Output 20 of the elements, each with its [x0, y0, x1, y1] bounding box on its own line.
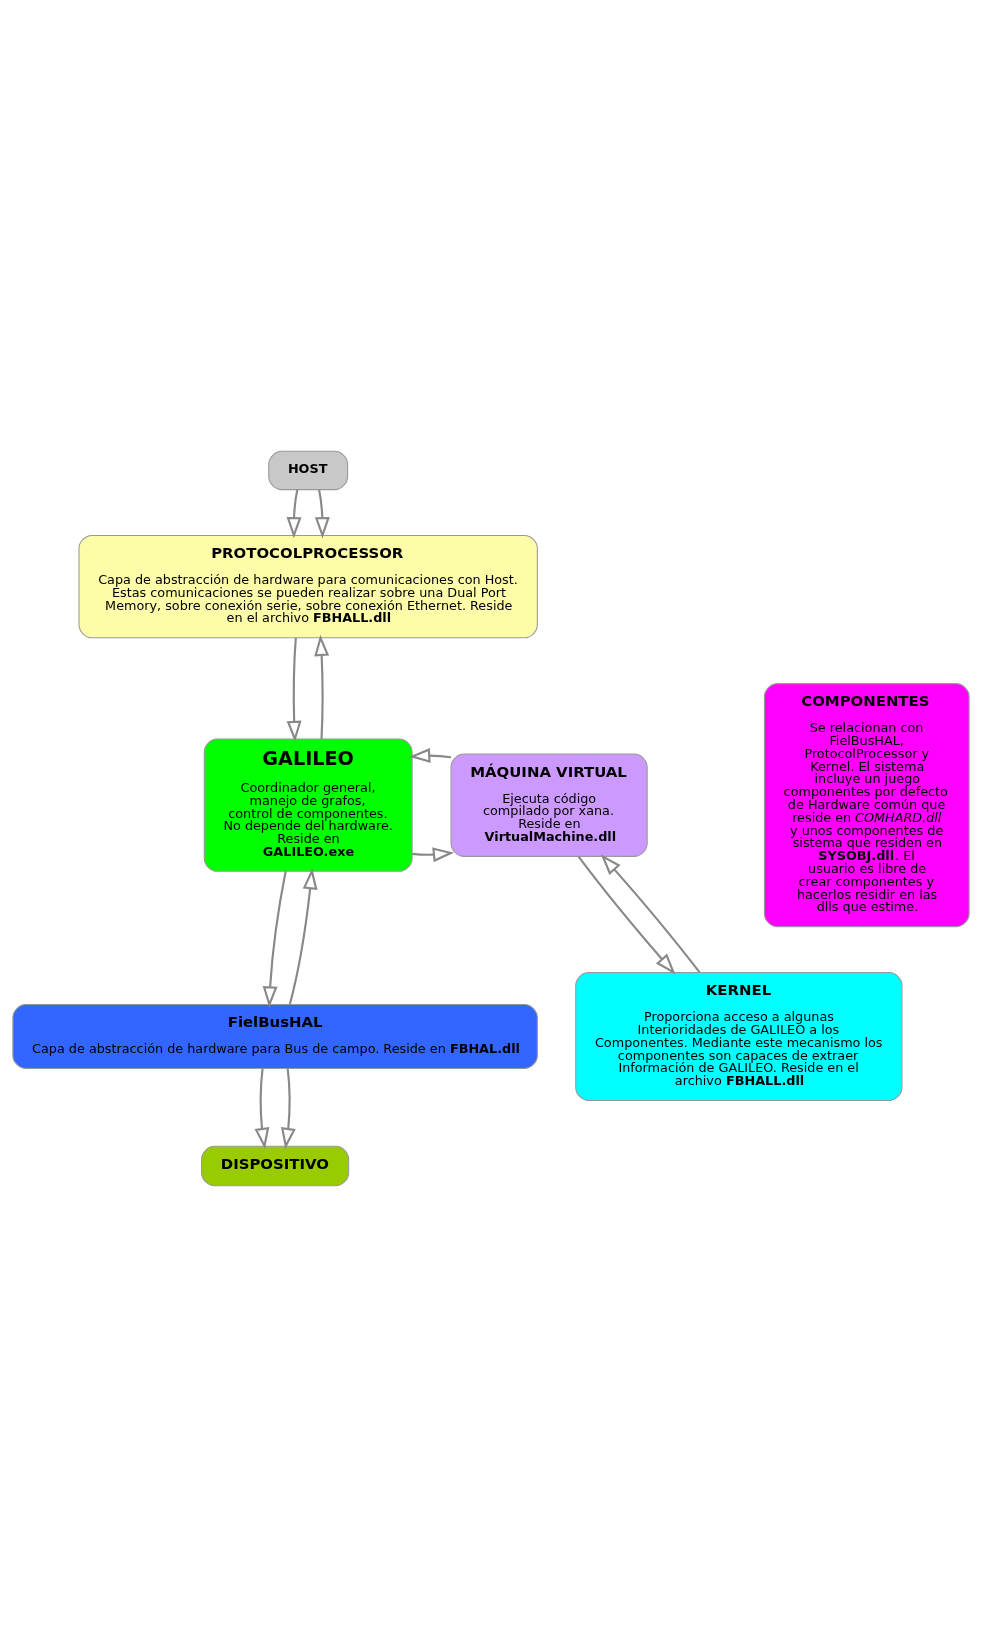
node-box: MÁQUINA VIRTUAL Ejecuta código compilado por xana. Reside en VirtualMachine.dll: [450, 753, 648, 857]
arrow: [286, 489, 302, 539]
arrow: [412, 847, 455, 863]
arrow: [262, 871, 287, 1008]
arrow: [288, 868, 318, 1005]
arrow: [314, 634, 330, 740]
arrow: [281, 1068, 296, 1150]
arrow: [408, 748, 452, 764]
node-box: PROTOCOLPROCESSOR Capa de abstracción de hardware para comunicaciones con Host. Estas comunicaciones se pueden realizar sobre una Dual Port Memory, sobre conexión serie, sobre conexión Ethernet. Reside en el archivo FBHALL.dll: [78, 534, 538, 639]
node-box: GALILEO Coordinador general, manejo de grafos, control de componentes. No depende del hardware. Reside en GALILEO.exe: [203, 738, 413, 872]
node-box: KERNEL Proporciona acceso a algunas Interioridades de GALILEO a los Componentes. Mediante este mecanismo los componentes son capaces de extraer Información de GALILEO. Reside en el archivo FBHALL.dll: [575, 972, 903, 1101]
node-box: FielBusHAL Capa de abstracción de hardware para Bus de campo. Reside en FBHAL.dll: [12, 1004, 538, 1069]
node-box: COMPONENTES Se relacionan con FielBusHAL, ProtocolProcessor y Kernel. El sistema incluye un juego componentes por defecto de Hardware común que reside en COMHARD.dll y unos componentes de sistema que residen en SYSOBJ.dll. El usuario es libre de crear componentes y hacerlos residir en las dlls que estime.: [763, 683, 970, 928]
arrow: [314, 489, 330, 539]
arrow: [254, 1068, 270, 1150]
arrow: [286, 637, 302, 743]
arrow: [577, 855, 676, 975]
arrow: [600, 854, 701, 973]
node-box: DISPOSITIVO: [201, 1145, 350, 1187]
node-box: HOST: [268, 450, 349, 491]
